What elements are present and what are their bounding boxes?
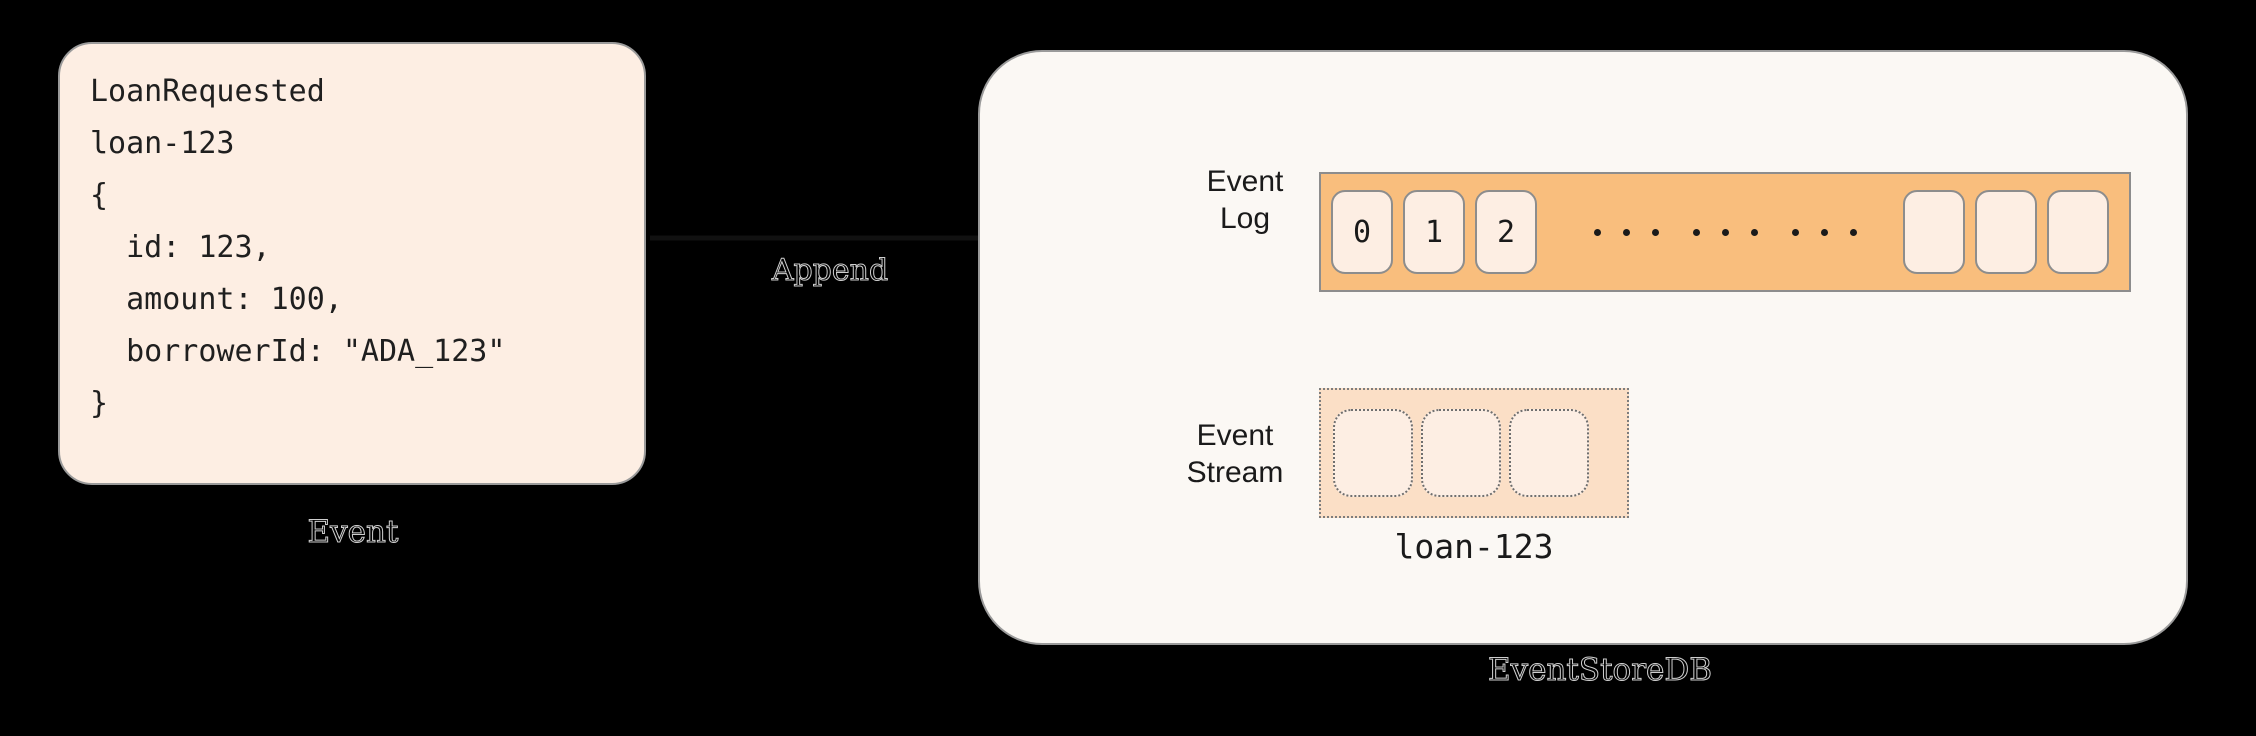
event-stream-label: Event Stream: [1186, 419, 1284, 489]
event-log-cell[interactable]: 2: [1475, 190, 1537, 274]
event-log-bar: 0 1 2: [1319, 172, 2131, 292]
event-stream-caption: loan-123: [1394, 527, 1554, 566]
ellipsis-dot: [1651, 228, 1659, 236]
event-stream-cell[interactable]: [1509, 409, 1589, 497]
ellipsis-group: [1692, 228, 1758, 236]
ellipsis-dot: [1721, 228, 1729, 236]
event-payload-code: LoanRequested loan-123 { id: 123, amount…: [90, 74, 506, 421]
ellipsis-dot: [1622, 228, 1630, 236]
event-log-label: Event Log: [1206, 165, 1284, 235]
event-card: LoanRequested loan-123 { id: 123, amount…: [58, 42, 646, 485]
event-log-cell-empty[interactable]: [2047, 190, 2109, 274]
ellipsis-dot: [1593, 228, 1601, 236]
event-stream-cell[interactable]: [1333, 409, 1413, 497]
event-log-cell-empty[interactable]: [1903, 190, 1965, 274]
eventstore-db-card: [978, 50, 2188, 645]
ellipsis-dot: [1791, 228, 1799, 236]
ellipsis-dot: [1820, 228, 1828, 236]
ellipsis-dot: [1692, 228, 1700, 236]
eventstore-db-caption: EventStoreDB: [1487, 652, 1713, 689]
event-log-cell-empty[interactable]: [1975, 190, 2037, 274]
ellipsis-dot: [1849, 228, 1857, 236]
event-log-cell[interactable]: 1: [1403, 190, 1465, 274]
ellipsis-group: [1593, 228, 1659, 236]
event-stream-cell[interactable]: [1421, 409, 1501, 497]
append-arrow-label: Append: [771, 253, 889, 289]
event-card-caption: Event: [307, 514, 399, 551]
ellipsis-dot: [1750, 228, 1758, 236]
ellipsis-group: [1791, 228, 1857, 236]
event-log-ellipsis: [1553, 228, 1897, 236]
event-stream-box: [1319, 388, 1629, 518]
event-log-cell[interactable]: 0: [1331, 190, 1393, 274]
